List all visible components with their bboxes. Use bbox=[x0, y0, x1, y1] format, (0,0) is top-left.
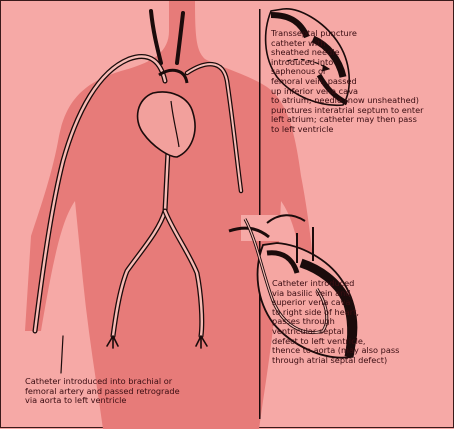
brachial-caption: Catheter introduced into brachial or fem… bbox=[25, 377, 275, 406]
basilic-caption: Catheter introduced via basilic vein and… bbox=[272, 279, 454, 365]
transseptal-caption: Transseptal puncture catheter with sheat… bbox=[271, 29, 453, 135]
